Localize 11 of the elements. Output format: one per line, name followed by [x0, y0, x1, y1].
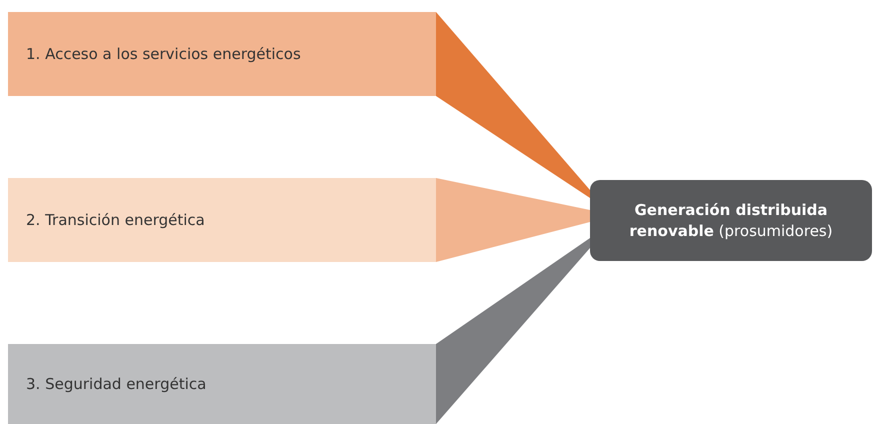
node-label: 2. Transición energética [26, 211, 205, 229]
funnel-connector [436, 12, 590, 198]
topic-box [8, 178, 436, 262]
topic-box [8, 12, 436, 96]
funnel-connector [436, 238, 590, 424]
node-label: 1. Acceso a los servicios energéticos [26, 45, 301, 63]
node-label: 3. Seguridad energética [26, 375, 206, 393]
result-box [590, 180, 872, 261]
funnel-connector [436, 178, 590, 262]
node-label: Generación distribuida renovable (prosumidores) [628, 200, 834, 241]
topic-box [8, 344, 436, 424]
